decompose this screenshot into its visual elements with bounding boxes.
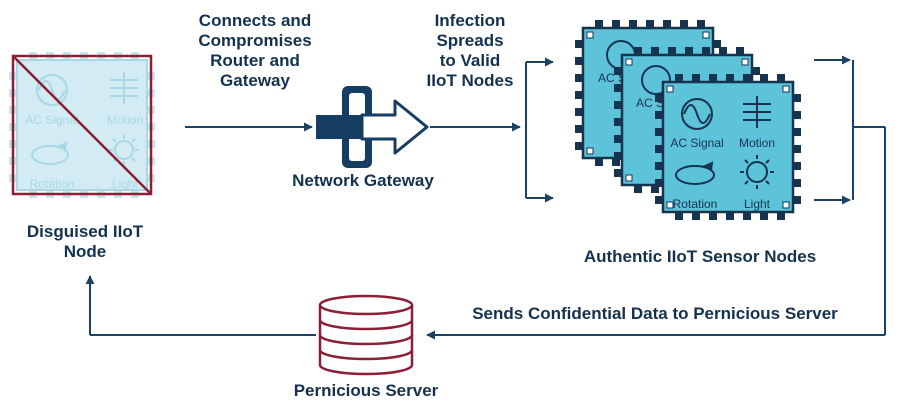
database-icon bbox=[318, 294, 414, 376]
disguised-node-label-line: Node bbox=[63, 241, 107, 261]
edge-label-spread-line: to Valid bbox=[439, 50, 501, 70]
disguised-light-label: Light bbox=[112, 177, 139, 191]
sine-wave-icon bbox=[681, 98, 713, 130]
edge-label-compromise-line: Compromises bbox=[198, 30, 312, 50]
disguised-sine-wave-icon bbox=[36, 74, 68, 106]
disguised-red-diagonal bbox=[12, 55, 152, 195]
edge-label-compromise-line: Router and bbox=[210, 50, 300, 70]
edge-label-spread-line: Spreads bbox=[436, 30, 504, 50]
disguised-rotation-label: Rotation bbox=[30, 177, 75, 191]
edge-label-exfiltrate: Sends Confidential Data to Pernicious Se… bbox=[424, 304, 886, 324]
edge-label-compromise: Connects and Compromises Router and Gate… bbox=[170, 11, 340, 91]
gateway-label: Network Gateway bbox=[258, 171, 468, 191]
edge-label-exfiltrate-text: Sends Confidential Data to Pernicious Se… bbox=[472, 304, 838, 323]
spread-bracket bbox=[525, 57, 554, 203]
edge-label-spread-line: IIoT Nodes bbox=[426, 70, 514, 90]
disguised-node-label: Disguised IIoT Node bbox=[0, 222, 170, 262]
authentic-chip-front: AC Signal Motion Rotation Light bbox=[653, 72, 803, 222]
light-label: Light bbox=[744, 197, 771, 211]
sun-icon bbox=[740, 155, 774, 189]
gateway-label-text: Network Gateway bbox=[292, 171, 434, 190]
edge-label-compromise-line: Connects and bbox=[198, 11, 312, 30]
authentic-nodes-label-text: Authentic IIoT Sensor Nodes bbox=[583, 247, 817, 266]
ac-signal-label: AC Signal bbox=[670, 136, 723, 150]
edge-label-compromise-line: Gateway bbox=[220, 70, 290, 90]
rotation-icon bbox=[675, 161, 715, 185]
edge-label-spread-line: Infection bbox=[434, 11, 506, 30]
authentic-iiot-nodes: AC S AC S bbox=[573, 18, 803, 222]
network-gateway-icon bbox=[316, 86, 429, 168]
motion-label: Motion bbox=[739, 136, 775, 150]
arrow-server-to-node bbox=[85, 275, 316, 336]
disguised-motion-icon bbox=[110, 72, 138, 104]
server-label-text: Pernicious Server bbox=[293, 381, 439, 400]
server-label: Pernicious Server bbox=[265, 381, 467, 401]
disguised-node-label-line: Disguised IIoT bbox=[26, 222, 144, 241]
authentic-nodes-label: Authentic IIoT Sensor Nodes bbox=[545, 247, 855, 267]
rotation-label: Rotation bbox=[673, 197, 718, 211]
disguised-motion-label: Motion bbox=[107, 113, 143, 127]
disguised-rotation-icon bbox=[31, 141, 69, 165]
disguised-ac-signal-label: AC Signal bbox=[25, 113, 78, 127]
edge-label-spread: Infection Spreads to Valid IIoT Nodes bbox=[400, 11, 540, 91]
disguised-red-frame bbox=[11, 54, 153, 196]
disguised-iiot-node: AC Signal Motion Rotation Light bbox=[8, 51, 156, 199]
exfiltration-path bbox=[426, 55, 886, 340]
motion-icon bbox=[743, 96, 771, 128]
